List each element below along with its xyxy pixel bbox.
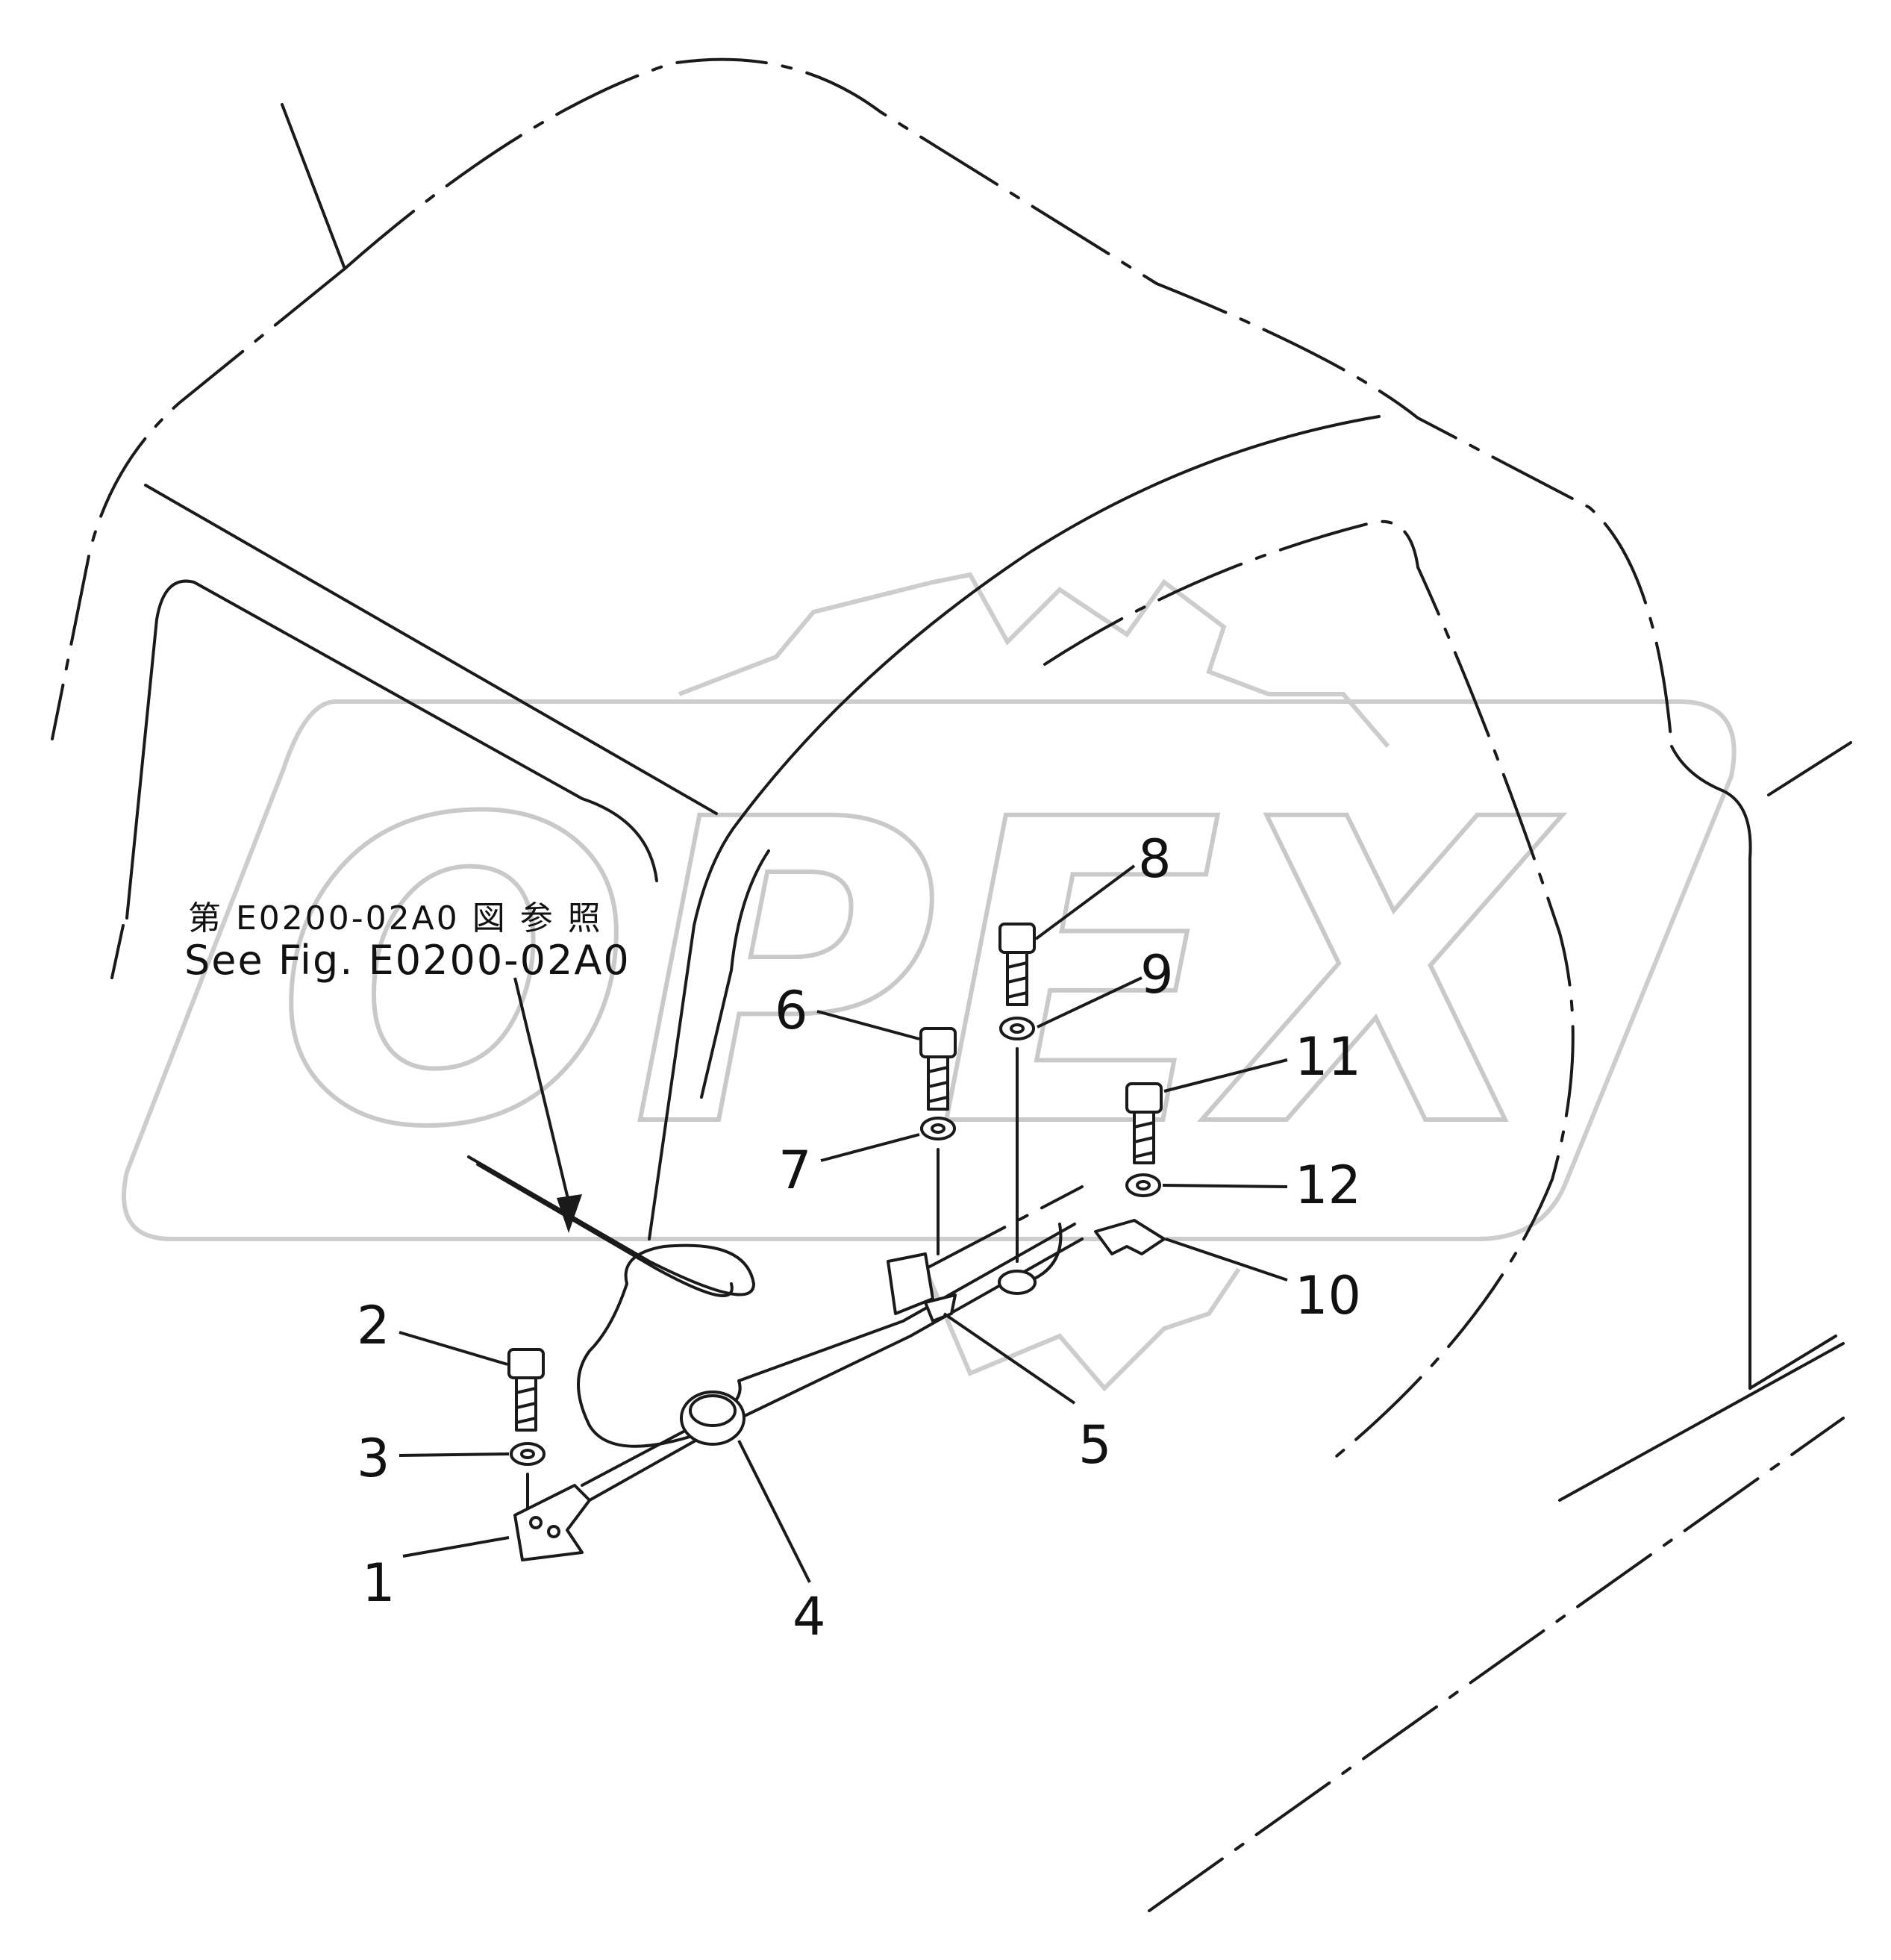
cab-door-window (1043, 519, 1575, 1464)
plate-part-10 (1094, 1219, 1166, 1255)
leader-7 (820, 1133, 920, 1162)
watermark-gear-outline (678, 572, 1390, 748)
harness-main-bundle-3 (924, 1185, 1084, 1270)
reference-arrowhead (557, 1194, 582, 1233)
cab-roof-outer (51, 57, 1673, 748)
cab-outline (51, 57, 1852, 1912)
leader-3 (398, 1452, 510, 1457)
leader-9 (1037, 976, 1143, 1029)
bracket-hole (547, 1525, 560, 1538)
reference-note-japanese: 第 E0200-02A0 図 参 照 (188, 899, 603, 937)
callout-4: 4 (793, 1586, 826, 1647)
bracket-part-1 (513, 1484, 591, 1561)
callout-5: 5 (1078, 1414, 1112, 1476)
bolt-part-2 (507, 1348, 545, 1432)
cab-rear-top (1767, 741, 1852, 796)
callout-10: 10 (1295, 1265, 1361, 1326)
cab-base-line (1558, 1342, 1845, 1502)
callout-1: 1 (362, 1552, 396, 1614)
leader-5 (943, 1312, 1076, 1405)
ground-terminal (998, 1270, 1037, 1295)
harness-lead-wire (467, 1155, 755, 1448)
watermark-gear-bottom (923, 1267, 1241, 1392)
callout-3: 3 (357, 1428, 390, 1489)
callout-12: 12 (1295, 1155, 1361, 1216)
bolt-part-11 (1125, 1082, 1163, 1164)
leader-10 (1165, 1238, 1288, 1282)
callout-6: 6 (775, 980, 808, 1041)
reference-note: 第 E0200-02A0 図 参 照 See Fig. E0200-02A0 (184, 899, 631, 984)
watermark-badge-outline (122, 699, 1737, 1241)
cab-window-left (125, 579, 658, 920)
leader-4 (737, 1440, 811, 1583)
cab-rear-pillar (1670, 745, 1752, 1390)
cab-window-left-lower (110, 924, 125, 979)
leader-1 (402, 1536, 510, 1558)
callout-2: 2 (357, 1295, 390, 1356)
reference-note-english: See Fig. E0200-02A0 (184, 937, 631, 984)
cab-roof-inner-line (144, 484, 718, 815)
bolt-part-8 (998, 923, 1036, 1006)
leader-12 (1162, 1184, 1288, 1188)
harness-lead-wire-2 (476, 1163, 734, 1297)
cab-door-frame (648, 415, 1381, 1240)
cab-pillar-left (281, 103, 346, 270)
leader-8 (1034, 864, 1136, 940)
leader-6 (816, 1010, 920, 1040)
leader-lines (398, 864, 1288, 1583)
callout-9: 9 (1140, 944, 1174, 1005)
reference-leader (513, 977, 570, 1202)
cab-floor-line (1148, 1417, 1845, 1912)
watermark-text: OPEX (276, 732, 1563, 1219)
callout-7: 7 (778, 1140, 812, 1201)
watermark: OPEX (122, 572, 1737, 1392)
bolt-part-6 (919, 1027, 957, 1111)
callout-8: 8 (1138, 828, 1172, 890)
callout-11: 11 (1295, 1026, 1361, 1087)
callout-numbers: 1 2 3 4 5 6 7 8 9 10 11 12 (357, 828, 1361, 1647)
bracket-hole (529, 1516, 543, 1529)
leader-11 (1163, 1058, 1288, 1093)
leader-2 (398, 1331, 508, 1366)
cab-door-inner (700, 849, 770, 1099)
harness-main-bundle-2 (588, 1238, 1084, 1502)
parts (507, 923, 1166, 1561)
cab-rear-base (1748, 1335, 1837, 1390)
